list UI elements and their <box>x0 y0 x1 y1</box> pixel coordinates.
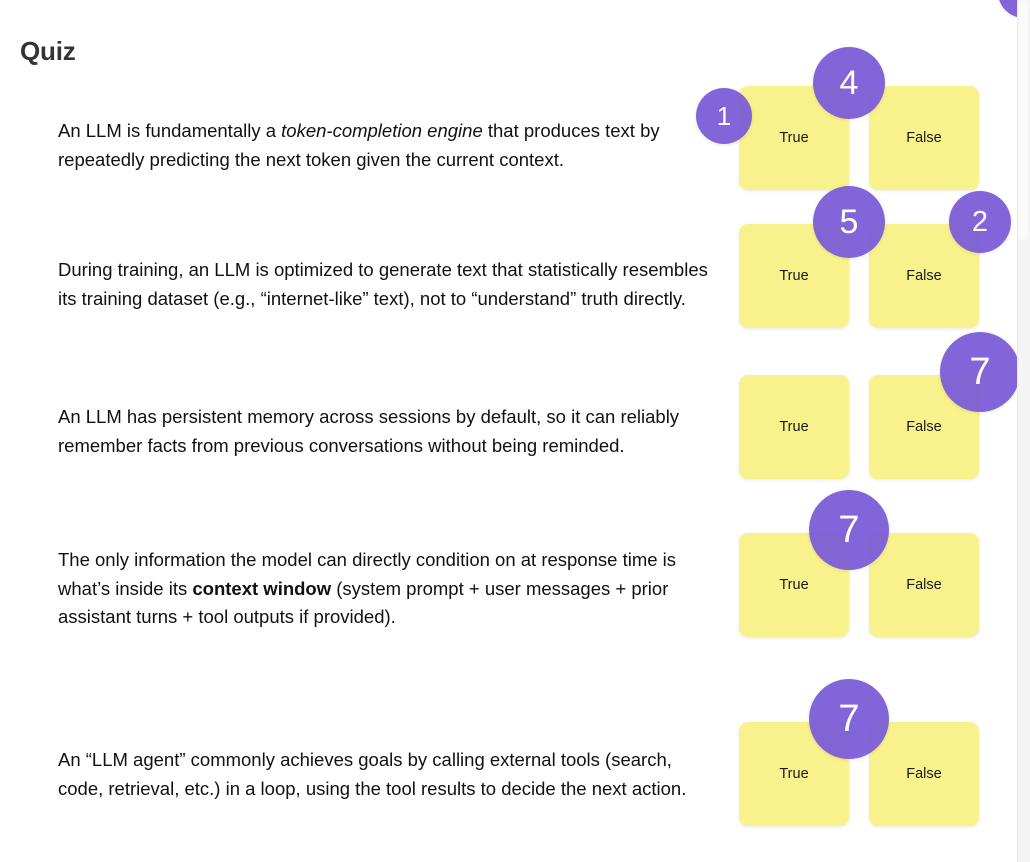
question-statement: The only information the model can direc… <box>58 546 718 632</box>
answer-card-label: False <box>906 419 942 435</box>
answer-card-true[interactable]: True <box>739 375 849 479</box>
statement-segment: context window <box>192 577 332 599</box>
badge-4[interactable]: 4 <box>813 47 885 119</box>
question-statement: An “LLM agent” commonly achieves goals b… <box>58 746 718 803</box>
answer-card-label: False <box>906 130 942 146</box>
page-title: Quiz <box>20 36 76 67</box>
statement-segment: (system prompt + user messages + prior a… <box>58 577 669 628</box>
answer-card-label: False <box>906 766 942 782</box>
statement-segment: An LLM has persistent memory across sess… <box>58 406 680 456</box>
answer-card-label: True <box>779 766 809 782</box>
badge-2[interactable]: 2 <box>949 191 1011 253</box>
statement-segment: The only information the model can direc… <box>58 549 677 599</box>
question-statement: An LLM is fundamentally a token-completi… <box>58 117 718 174</box>
answer-card-label: True <box>779 130 809 146</box>
answer-card-false[interactable]: False <box>869 533 979 637</box>
vertical-scrollbar-thumb[interactable] <box>1019 0 1028 240</box>
statement-segment: An LLM is fundamentally a <box>58 120 282 141</box>
statement-segment: token-completion engine <box>281 120 483 141</box>
answer-card-label: False <box>906 268 942 284</box>
statement-segment: During training, an LLM is optimized to … <box>58 259 708 309</box>
question-statement: An LLM has persistent memory across sess… <box>58 403 718 460</box>
answer-card-false[interactable]: False <box>869 722 979 826</box>
statement-segment: An “LLM agent” commonly achieves goals b… <box>58 749 687 799</box>
vertical-scrollbar-track[interactable] <box>1017 0 1030 862</box>
badge-7-b[interactable]: 7 <box>809 490 889 570</box>
answer-card-label: True <box>779 577 809 593</box>
badge-7-c[interactable]: 7 <box>809 679 889 759</box>
answer-card-label: False <box>906 577 942 593</box>
badge-1[interactable]: 1 <box>696 88 752 144</box>
badge-7-a[interactable]: 7 <box>940 332 1020 412</box>
answer-card-label: True <box>779 419 809 435</box>
badge-5[interactable]: 5 <box>813 186 885 258</box>
answer-card-false[interactable]: False <box>869 86 979 190</box>
statement-segment: that produces text by repeatedly predict… <box>58 120 660 170</box>
question-statement: During training, an LLM is optimized to … <box>58 256 718 313</box>
answer-card-label: True <box>779 268 809 284</box>
